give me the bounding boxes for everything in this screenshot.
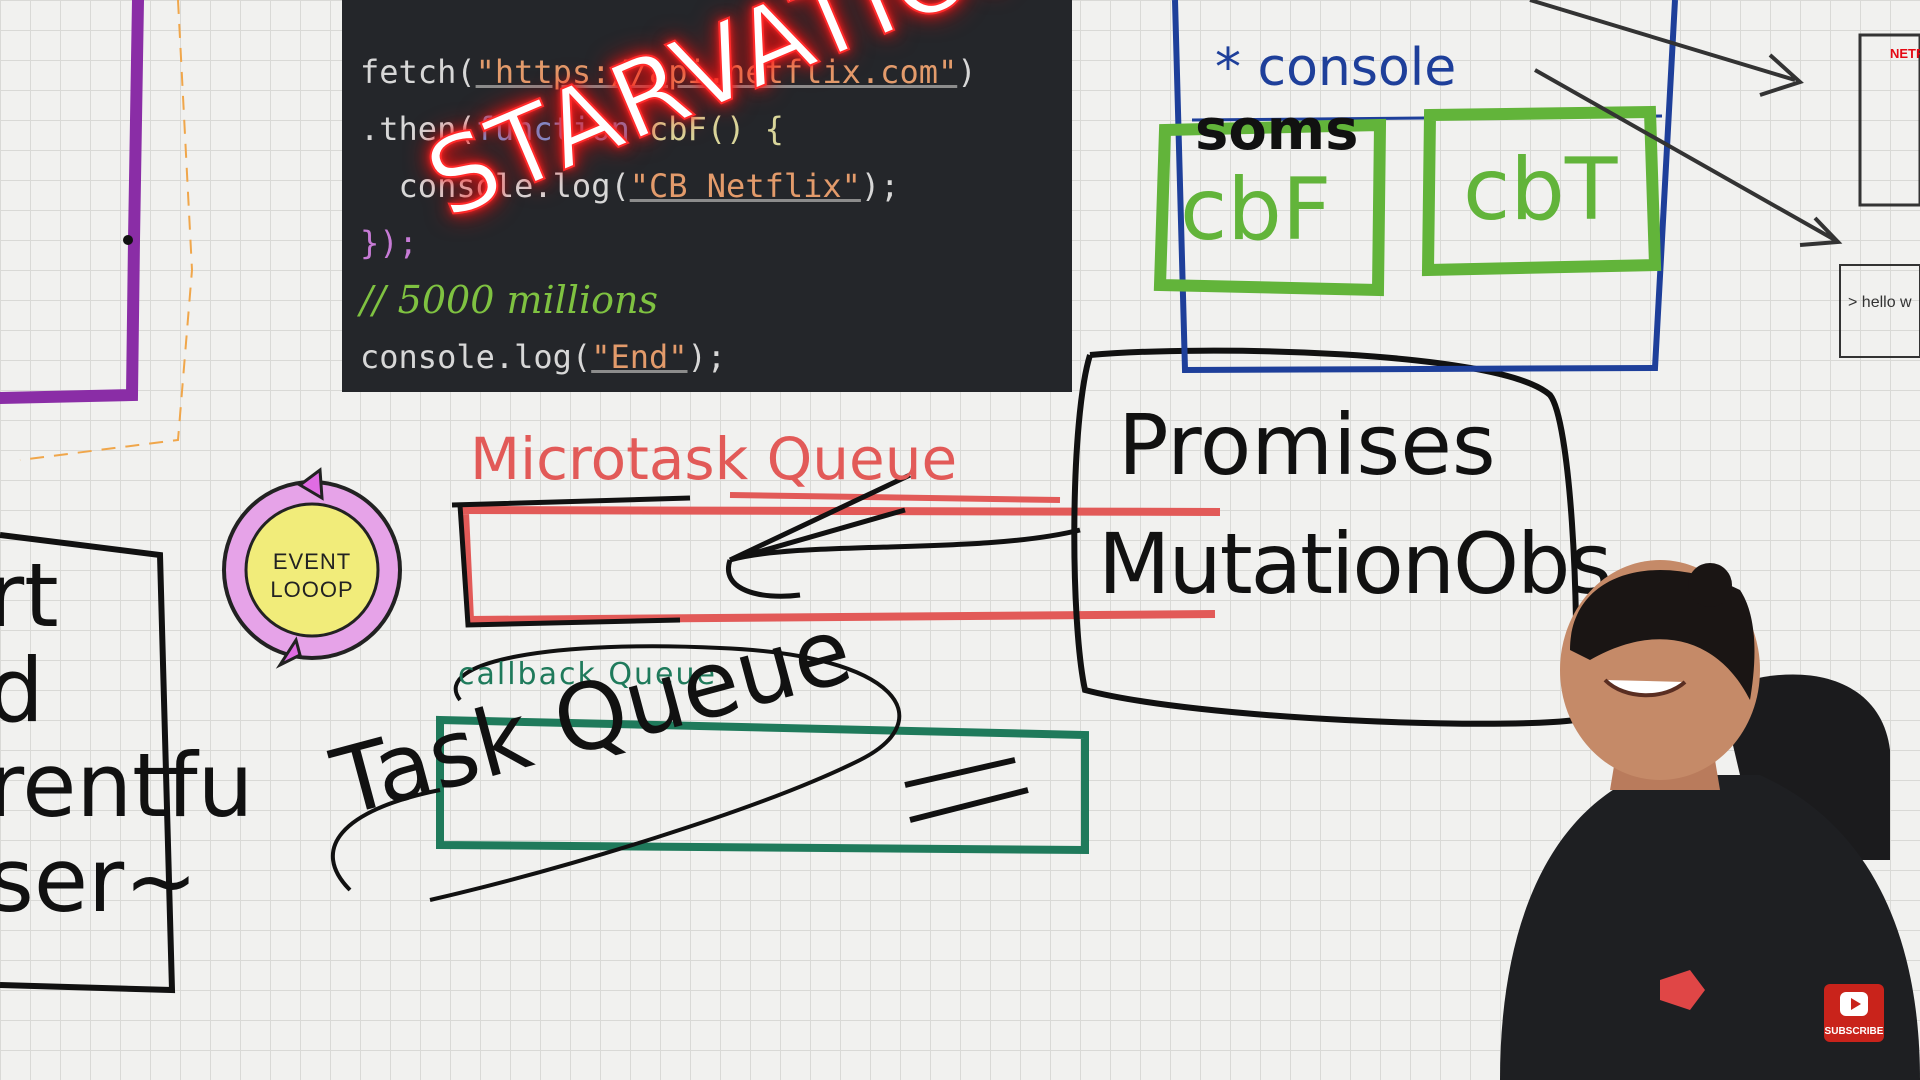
arrow-to-microtask bbox=[725, 472, 1081, 599]
cbt-box bbox=[1421, 105, 1662, 277]
left-partial-text: rt d rentfu ser~ bbox=[0, 544, 254, 932]
browser-mini-top bbox=[1858, 33, 1920, 207]
browser-mini-netflix-logo: NETFLIX bbox=[1890, 46, 1920, 61]
promises-label: Promises bbox=[1118, 396, 1496, 494]
microtask-queue-title: Microtask Queue bbox=[470, 425, 958, 493]
cbf-box bbox=[1153, 118, 1387, 297]
soms-label: soms bbox=[1195, 98, 1359, 163]
presenter-webcam bbox=[1500, 560, 1920, 1080]
browser-mini-bottom bbox=[1839, 264, 1920, 358]
web-apis-box bbox=[1172, 0, 1678, 374]
event-loop-icon bbox=[222, 467, 402, 669]
hair-bun bbox=[1688, 563, 1732, 607]
code-line-log-end: console.log("End"); bbox=[360, 338, 727, 376]
call-stack-dot bbox=[123, 235, 133, 245]
youtube-subscribe-button[interactable]: SUBSCRIBE bbox=[1824, 984, 1884, 1042]
smile bbox=[1603, 678, 1687, 698]
browser-box-left bbox=[0, 532, 176, 994]
arrow-to-browser-1 bbox=[1529, 0, 1804, 97]
hoodie-logo bbox=[1660, 970, 1705, 1010]
code-line-comment: // 5000 millions bbox=[360, 278, 658, 322]
cbt-label: cbT bbox=[1463, 140, 1618, 240]
callback-queue-box bbox=[436, 715, 1089, 855]
task-queue-oval bbox=[330, 788, 441, 892]
callback-equals bbox=[904, 757, 1029, 823]
code-editor-panel: fetch("https://api.netflix.com") .then(f… bbox=[342, 0, 1072, 392]
call-stack-box bbox=[0, 0, 144, 404]
callback-queue-oval bbox=[429, 644, 902, 902]
code-line-then: .then(function cbF() { bbox=[360, 110, 784, 148]
cbf-label: cbF bbox=[1180, 160, 1332, 260]
code-line-log-netflix: console.log("CB Netflix"); bbox=[360, 167, 900, 205]
arrow-to-browser-2 bbox=[1534, 68, 1843, 247]
code-line-close: }); bbox=[360, 224, 418, 262]
event-loop-label: EVENT LOOOP bbox=[270, 549, 354, 602]
callback-queue-title: callback Queue bbox=[458, 657, 717, 692]
microtask-queue-box-outline bbox=[451, 495, 691, 628]
code-line-fetch: fetch("https://api.netflix.com") bbox=[360, 53, 977, 91]
web-api-console-item: * console bbox=[1215, 38, 1457, 98]
youtube-play-icon bbox=[1840, 992, 1868, 1016]
hoodie bbox=[1500, 775, 1920, 1080]
mutation-observer-label: MutationObs bbox=[1098, 515, 1612, 613]
subscribe-label: SUBSCRIBE bbox=[1824, 1026, 1884, 1037]
microtask-title-underline bbox=[729, 492, 1061, 503]
browser-mini-console-output: > hello w bbox=[1848, 294, 1912, 311]
